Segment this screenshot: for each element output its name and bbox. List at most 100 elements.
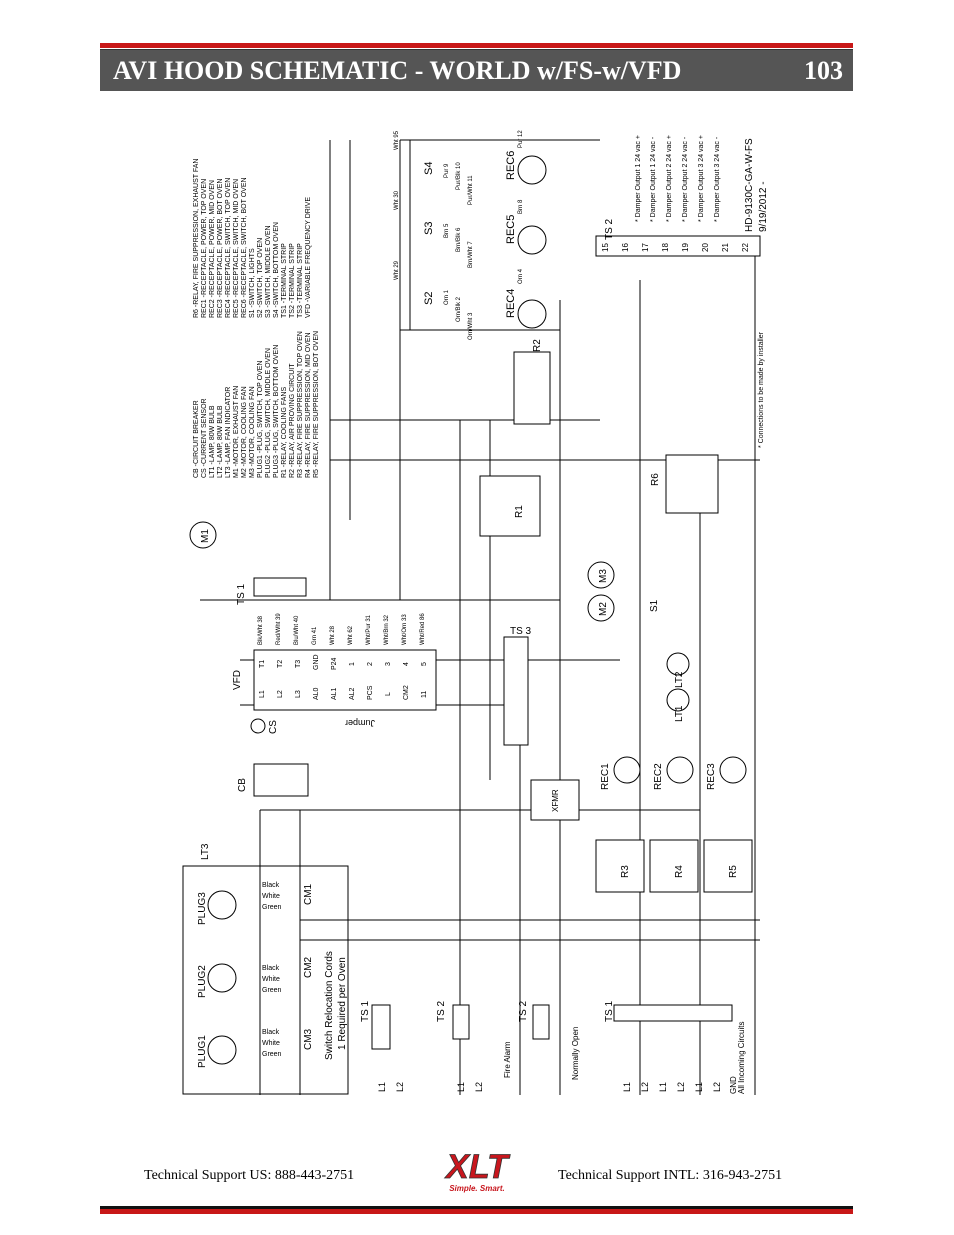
svg-text:9/19/2012 -: 9/19/2012 - [758,181,769,232]
motor-m3: M3 [587,561,615,589]
svg-text:CS: CS [268,720,279,734]
ts3-strip: TS 3 [503,626,532,746]
svg-text:Blu/Wht 40: Blu/Wht 40 [294,615,300,645]
svg-text:CM2: CM2 [303,956,314,978]
plug2: PLUG2 CM2 [197,956,314,998]
svg-text:5: 5 [421,662,428,666]
svg-text:15: 15 [601,243,610,252]
rec5-receptacle: REC5 Brn 8 [505,199,547,255]
svg-text:21: 21 [721,243,730,252]
svg-text:M3 -MOTOR, COOLING FAN: M3 -MOTOR, COOLING FAN [249,386,256,478]
footer-black-line [100,1206,853,1209]
svg-text:R1: R1 [514,505,525,518]
svg-text:White: White [262,976,280,983]
svg-text:Wht/Pur 31: Wht/Pur 31 [366,614,372,645]
svg-text:PLUG2: PLUG2 [197,965,208,998]
svg-text:PCS: PCS [367,685,374,700]
svg-text:* Damper Output 3 24 vac -: * Damper Output 3 24 vac - [714,136,721,222]
svg-text:CS -CURRENT SENSOR: CS -CURRENT SENSOR [201,398,208,478]
svg-text:R6 -RELAY, FIRE SUPPRESSION, E: R6 -RELAY, FIRE SUPPRESSION, EXHAUST FAN [193,159,200,319]
page-number: 103 [804,56,843,85]
svg-text:L2: L2 [712,1082,722,1092]
rec3-receptacle: REC3 [706,756,747,790]
motor-m2: M2 [587,594,615,622]
svg-text:Pur/Wht 11: Pur/Wht 11 [468,175,474,205]
svg-text:LT3: LT3 [200,843,211,860]
svg-text:White: White [262,1040,280,1047]
svg-text:Brn/Wht 7: Brn/Wht 7 [468,241,474,268]
svg-text:GND: GND [313,654,320,670]
svg-text:Brn 8: Brn 8 [518,199,524,214]
svg-text:PLUG2 -PLUG, SWITCH, MIDDLE OV: PLUG2 -PLUG, SWITCH, MIDDLE OVEN [265,348,272,478]
ts2-alarm-strip: TS 2 [436,1000,470,1040]
svg-text:HD-9130C-GA-W-FS: HD-9130C-GA-W-FS [744,138,755,232]
svg-text:REC2 -RECEPTACLE, POWER, MID O: REC2 -RECEPTACLE, POWER, MID OVEN [209,180,216,318]
svg-text:1 Required per Oven: 1 Required per Oven [337,957,348,1050]
svg-text:Wht/Brn 32: Wht/Brn 32 [384,614,390,645]
svg-text:22: 22 [741,243,750,252]
svg-text:L2: L2 [474,1082,484,1092]
plug1: PLUG1 CM3 [197,1028,314,1068]
svg-text:M1: M1 [200,529,211,543]
svg-text:REC2: REC2 [653,763,664,790]
header-bar [100,49,853,91]
svg-text:T2: T2 [277,660,284,668]
svg-text:M1 -MOTOR, EXHAUST FAN: M1 -MOTOR, EXHAUST FAN [233,386,240,478]
svg-text:T1: T1 [259,660,266,668]
svg-text:REC3 -RECEPTACLE, POWER, BOT O: REC3 -RECEPTACLE, POWER, BOT OVEN [217,179,224,318]
svg-text:TS 1: TS 1 [360,1000,371,1022]
svg-text:All Incoming Circuits: All Incoming Circuits [737,1022,746,1094]
svg-text:R4 -RELAY, FIRE SUPPRESSION, M: R4 -RELAY, FIRE SUPPRESSION, MID OVEN [305,332,312,478]
lamp-lt3: LT3 [200,843,211,860]
support-us: Technical Support US: 888-443-2751 [144,1168,355,1183]
svg-text:L2: L2 [395,1082,405,1092]
svg-text:REC4: REC4 [505,289,517,318]
relay-r2: R2 [513,339,551,425]
svg-text:Normally Open: Normally Open [571,1027,580,1080]
svg-text:Blk/Wht 38: Blk/Wht 38 [258,615,264,645]
svg-text:LT2: LT2 [674,671,685,688]
svg-text:2: 2 [367,662,374,666]
svg-text:S3 -SWITCH, MIDDLE OVEN: S3 -SWITCH, MIDDLE OVEN [265,225,272,318]
switch-s2: S2 Orn 1 Orn/Blk 2 Orn/Wht 3 [423,289,474,340]
svg-text:R1 -RELAY, COOLING FANS: R1 -RELAY, COOLING FANS [281,387,288,478]
svg-text:1: 1 [349,662,356,666]
rec1-receptacle: REC1 [600,756,641,790]
svg-text:L: L [385,692,392,696]
xlt-logo: XLT Simple. Smart. [444,1148,512,1193]
svg-text:GND: GND [729,1076,738,1094]
svg-text:Pur/Blk 10: Pur/Blk 10 [456,162,462,190]
svg-text:Orn/Wht 3: Orn/Wht 3 [468,312,474,340]
relay-r6: R6 [650,454,719,514]
svg-text:18: 18 [661,243,670,252]
svg-text:Brn/Blk 6: Brn/Blk 6 [456,227,462,252]
svg-text:LT1 -LAMP, 80W BULB: LT1 -LAMP, 80W BULB [209,405,216,478]
top-wire-labels: Wht 95 Wht 30 Wht 29 [394,130,400,280]
svg-text:PLUG1: PLUG1 [197,1035,208,1068]
drawing-date: 9/19/2012 - [758,181,769,232]
svg-text:S1 -SWITCH, LIGHTS: S1 -SWITCH, LIGHTS [249,248,256,318]
svg-text:Fire Alarm: Fire Alarm [503,1041,512,1078]
svg-text:Orn 1: Orn 1 [444,289,450,305]
ts2-label: TS 2 [604,218,615,240]
svg-text:16: 16 [621,243,630,252]
svg-text:L3: L3 [295,690,302,698]
damper-outputs: * Damper Output 1 24 vac + * Damper Outp… [635,135,721,222]
svg-text:REC3: REC3 [706,763,717,790]
svg-text:XLT: XLT [444,1148,511,1186]
svg-text:* Damper Output 3 24 vac +: * Damper Output 3 24 vac + [698,135,705,222]
svg-text:CB -CIRCUIT BREAKER: CB -CIRCUIT BREAKER [193,400,200,478]
svg-text:R3: R3 [620,865,631,878]
svg-text:M3: M3 [598,569,609,583]
svg-text:* Connections to be made by in: * Connections to be made by installer [758,331,765,448]
svg-text:T3: T3 [295,660,302,668]
svg-text:L2: L2 [640,1082,650,1092]
page-title: AVI HOOD SCHEMATIC - WORLD w/FS-w/VFD [113,56,682,85]
svg-text:S2 -SWITCH, TOP OVEN: S2 -SWITCH, TOP OVEN [257,238,264,318]
svg-text:AL1: AL1 [331,687,338,700]
svg-text:TS 1: TS 1 [236,583,247,605]
drawing-number: HD-9130C-GA-W-FS [744,138,755,232]
vfd-drive: VFD [232,649,437,711]
svg-text:Black: Black [262,1029,280,1036]
svg-text:REC1: REC1 [600,763,611,790]
